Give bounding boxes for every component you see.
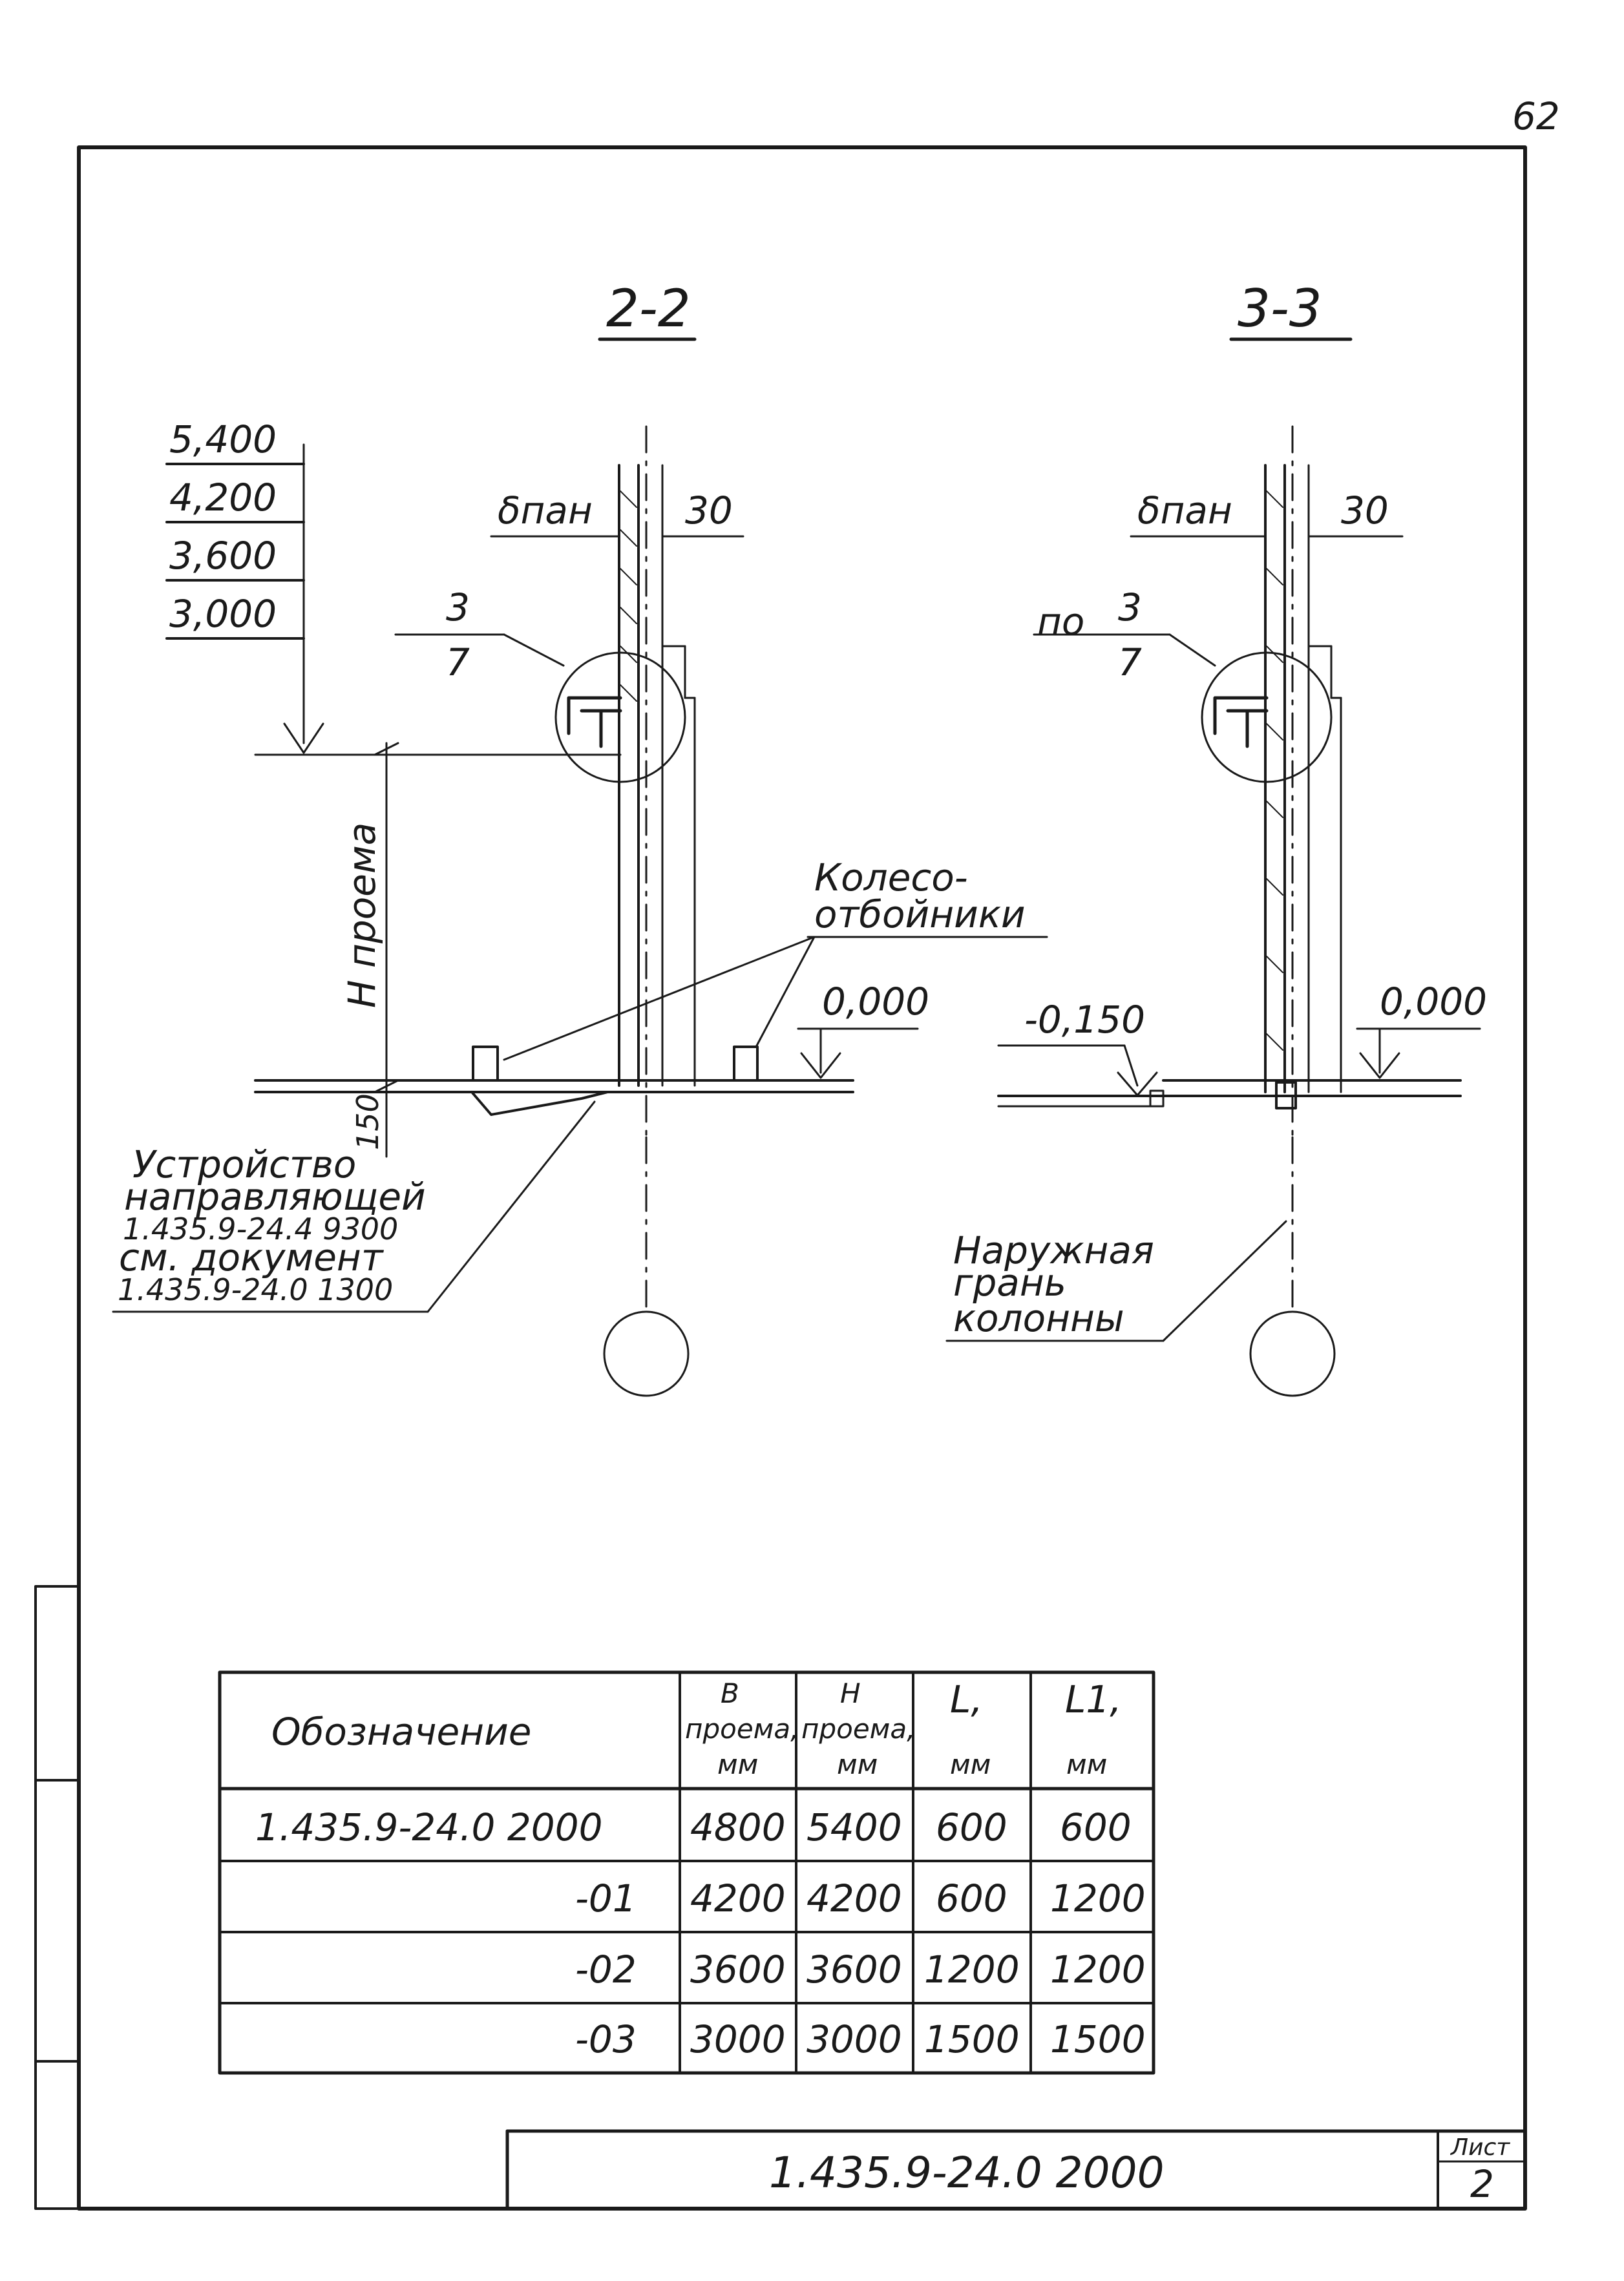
header-h-name: проема, xyxy=(801,1713,915,1745)
opening-height-dimension: H проема 150 xyxy=(340,742,399,1158)
section-3-3: 3-3 δпан 30 по 3 7 xyxy=(945,279,1487,1397)
header-l1-unit: мм xyxy=(1066,1749,1107,1780)
guide-note-line4: см. документ xyxy=(119,1235,385,1279)
row4-designation: -03 xyxy=(575,2017,637,2061)
header-b-symbol: B xyxy=(721,1677,739,1709)
row3-l1: 1200 xyxy=(1050,1948,1146,1992)
zero-level-3-3: 0,000 xyxy=(1380,980,1487,1024)
row4-h: 3000 xyxy=(807,2017,902,2061)
row4-b: 3000 xyxy=(690,2017,786,2061)
left-margin-strip xyxy=(34,1585,80,2210)
row1-b: 4800 xyxy=(690,1805,786,1849)
section-2-2: 2-2 5,400 4,200 3,600 3,000 xyxy=(112,279,1048,1397)
row2-l1: 1200 xyxy=(1050,1876,1146,1920)
designation-table: Обозначение B проема, мм H проема, мм L,… xyxy=(218,1670,1155,2075)
row1-l1: 600 xyxy=(1060,1805,1132,1849)
row4-l: 1500 xyxy=(924,2017,1020,2061)
level-3600: 3,600 xyxy=(169,534,277,578)
floor-3-3 xyxy=(997,1079,1462,1109)
stamp-sheet-label: Лист xyxy=(1450,2134,1510,2161)
header-l-symbol: L, xyxy=(950,1677,983,1721)
row1-designation: 1.435.9-24.0 2000 xyxy=(255,1805,603,1849)
wall-panel-2-2 xyxy=(618,425,696,1139)
level-5400: 5,400 xyxy=(169,417,277,461)
column-axis-bubble-3-3 xyxy=(1249,1310,1336,1397)
row3-l: 1200 xyxy=(924,1948,1020,1992)
dim-150: 150 xyxy=(350,1093,385,1150)
callout-prefix-3-3: по xyxy=(1037,600,1084,644)
row1-l: 600 xyxy=(936,1805,1007,1849)
gap-value-3-3: 30 xyxy=(1341,489,1389,532)
table-row: 1.435.9-24.0 2000 4800 5400 600 600 xyxy=(255,1805,1132,1849)
row1-h: 5400 xyxy=(807,1805,902,1849)
stamp-document-code: 1.435.9-24.0 2000 xyxy=(769,2148,1165,2198)
section-2-2-title: 2-2 xyxy=(606,279,691,339)
callout-sheet-3-3: 7 xyxy=(1118,640,1142,684)
header-b-unit: мм xyxy=(717,1749,758,1780)
detail-callout-3-3: по 3 7 xyxy=(1033,585,1333,783)
guide-note: Устройство направляющей 1.435.9-24.4 930… xyxy=(112,1100,596,1313)
row2-b: 4200 xyxy=(690,1876,786,1920)
row2-designation: -01 xyxy=(575,1876,637,1920)
zero-level-2-2: 0,000 xyxy=(822,980,929,1024)
header-h-unit: мм xyxy=(837,1749,878,1780)
column-face-note: Наружная грань колонны xyxy=(945,1220,1287,1342)
opening-height-label: H проема xyxy=(340,823,384,1008)
page-number: 62 xyxy=(1512,94,1560,138)
floor-2-2 xyxy=(254,1046,854,1116)
guide-note-line1: Устройство xyxy=(132,1142,356,1186)
column-note-line1: Наружная xyxy=(953,1228,1154,1272)
section-3-3-title: 3-3 xyxy=(1238,279,1322,339)
row2-l: 600 xyxy=(936,1876,1007,1920)
callout-sheet-2-2: 7 xyxy=(446,640,470,684)
bumpers-label-line1: Колесо- xyxy=(814,856,968,899)
bumpers-label-line2: отбойники xyxy=(814,892,1026,936)
table-row: -02 3600 3600 1200 1200 xyxy=(575,1948,1146,1992)
guide-note-line5: 1.435.9-24.0 1300 xyxy=(118,1272,393,1307)
level-4200: 4,200 xyxy=(169,476,277,520)
minus-level-3-3: -0,150 xyxy=(1024,998,1145,1042)
column-note-line2: грань xyxy=(953,1261,1066,1305)
gap-label-2-2: δпан xyxy=(498,489,593,532)
callout-number-2-2: 3 xyxy=(446,585,470,629)
level-marks-2-2: 5,400 4,200 3,600 3,000 xyxy=(165,417,622,756)
stamp-sheet-number: 2 xyxy=(1470,2162,1494,2206)
gap-value-2-2: 30 xyxy=(685,489,733,532)
table-row: -01 4200 4200 600 1200 xyxy=(575,1876,1146,1920)
detail-callout-2-2: 3 7 xyxy=(394,585,686,783)
drawing-frame xyxy=(77,145,1527,2211)
guide-note-line3: 1.435.9-24.4 9300 xyxy=(123,1212,398,1246)
header-b-name: проема, xyxy=(685,1713,799,1745)
table-row: -03 3000 3000 1500 1500 xyxy=(575,2017,1146,2061)
header-designation: Обозначение xyxy=(271,1710,531,1754)
row2-h: 4200 xyxy=(807,1876,902,1920)
column-axis-bubble-2-2 xyxy=(603,1310,690,1397)
title-stamp: 1.435.9-24.0 2000 Лист 2 xyxy=(505,2129,1527,2211)
header-l1-symbol: L1, xyxy=(1065,1677,1122,1721)
row3-h: 3600 xyxy=(807,1948,902,1992)
row3-b: 3600 xyxy=(690,1948,786,1992)
header-h-symbol: H xyxy=(840,1677,861,1709)
row4-l1: 1500 xyxy=(1050,2017,1146,2061)
column-note-line3: колонны xyxy=(953,1296,1124,1340)
header-l-unit: мм xyxy=(950,1749,991,1780)
level-3000: 3,000 xyxy=(169,592,277,636)
guide-note-line2: направляющей xyxy=(124,1175,426,1219)
gap-label-3-3: δпан xyxy=(1137,489,1232,532)
callout-number-3-3: 3 xyxy=(1118,585,1142,629)
row3-designation: -02 xyxy=(575,1948,637,1992)
